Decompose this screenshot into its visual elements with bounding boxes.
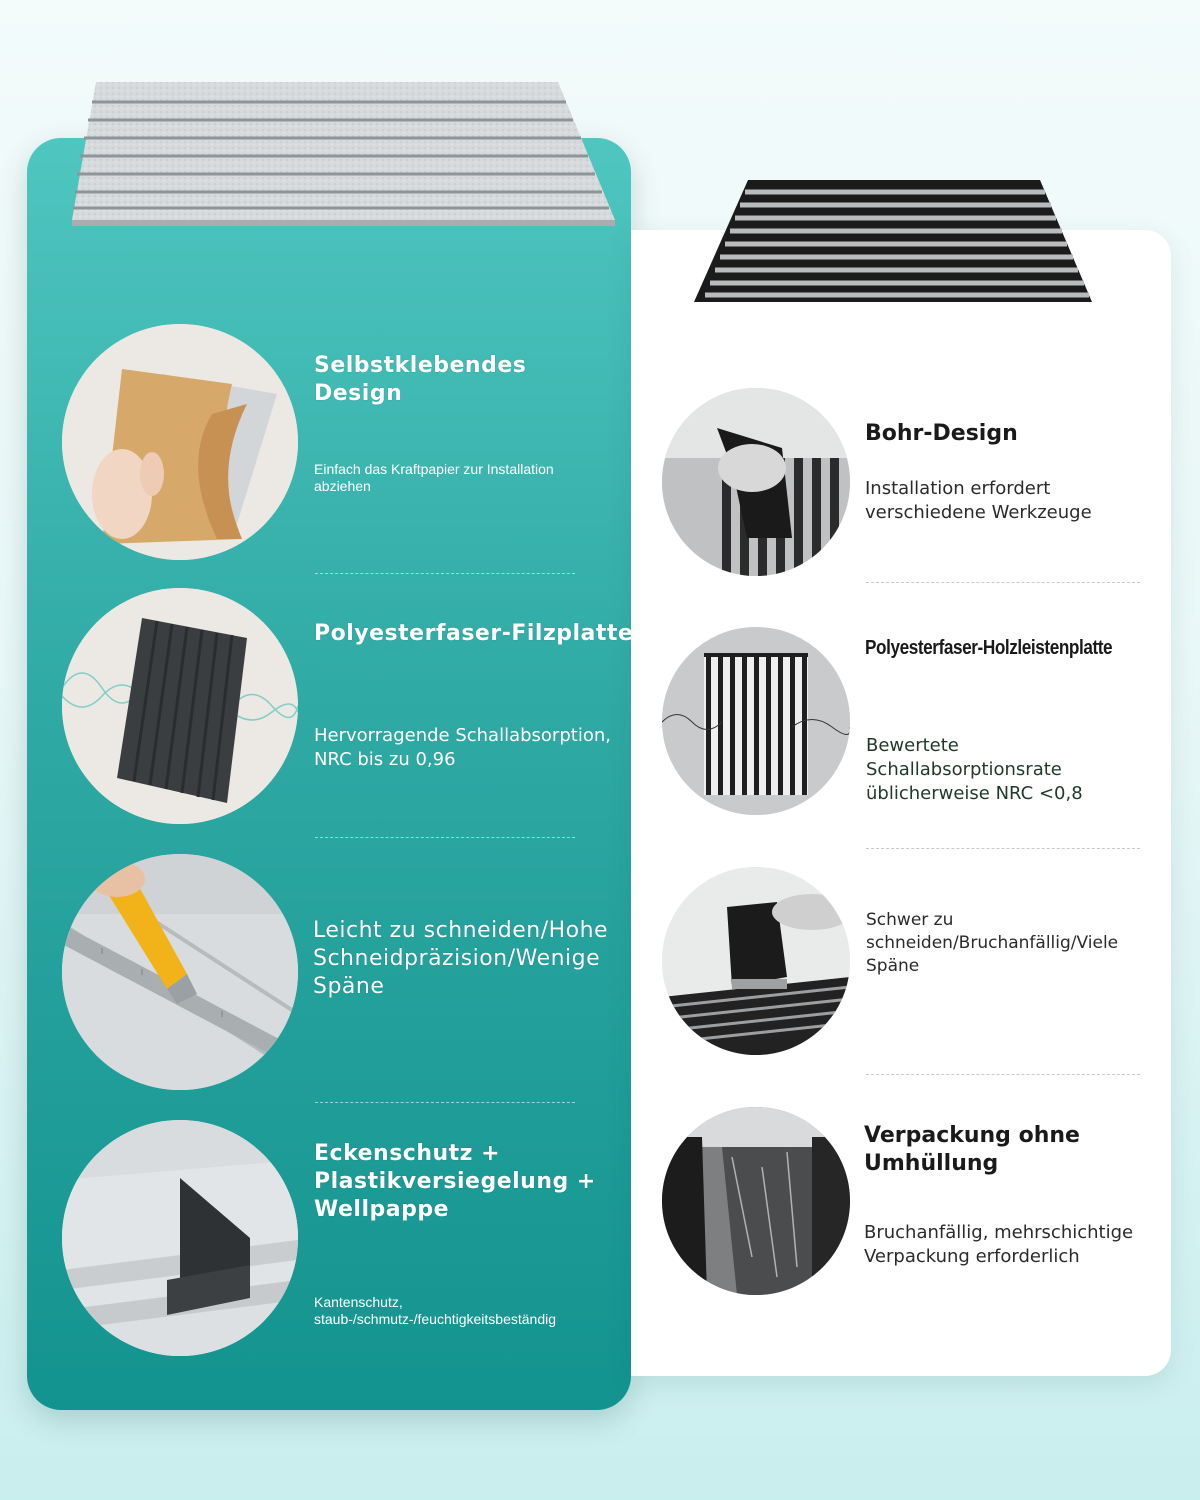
- feature-title: Polyesterfaser-Filzplatte: [314, 621, 634, 646]
- wood-slat-panel-sound-icon: [662, 627, 850, 815]
- felt-panel-sound-wave-icon: [62, 588, 298, 824]
- feature-description: Installation erfordert verschiedene Werk…: [865, 478, 1092, 523]
- jigsaw-cutting-icon: [662, 867, 850, 1055]
- feature-title: Eckenschutz + Plastikversiegelung + Well…: [314, 1141, 596, 1222]
- divider: [315, 573, 575, 574]
- divider: [315, 1102, 575, 1103]
- divider: [315, 837, 575, 838]
- feature-description: Hervorragende Schallabsorption, NRC bis …: [314, 725, 611, 770]
- wood-slat-panel-hero-image: [690, 178, 1095, 308]
- divider: [866, 1074, 1140, 1075]
- feature-title: Verpackung ohne Umhüllung: [864, 1123, 1080, 1176]
- feature-description: Einfach das Kraftpapier zur Installation…: [314, 461, 554, 494]
- feature-description: Schwer zu schneiden/Bruchanfällig/Viele …: [866, 910, 1119, 976]
- feature-title: Leicht zu schneiden/Hohe Schneidpräzisio…: [313, 918, 609, 999]
- feature-description: Kantenschutz, staub-/schmutz-/feuchtigke…: [314, 1294, 557, 1327]
- feature-title: Selbstklebendes Design: [314, 353, 527, 406]
- drill-installation-icon: [662, 388, 850, 576]
- feature-description: Bewertete Schallabsorptionsrate üblicher…: [866, 735, 1083, 804]
- felt-panel-hero-image: [70, 80, 620, 240]
- feature-description: Bruchanfällig, mehrschichtige Verpackung…: [864, 1222, 1134, 1267]
- cutter-knife-ruler-icon: [62, 854, 298, 1090]
- peel-kraft-paper-icon: [62, 324, 298, 560]
- feature-title: Polyesterfaser-Holzleistenplatte: [865, 637, 1113, 659]
- divider: [866, 582, 1140, 583]
- corner-protector-icon: [62, 1120, 298, 1356]
- unwrapped-panel-icon: [662, 1107, 850, 1295]
- feature-title: Bohr-Design: [865, 421, 1018, 446]
- divider: [866, 848, 1140, 849]
